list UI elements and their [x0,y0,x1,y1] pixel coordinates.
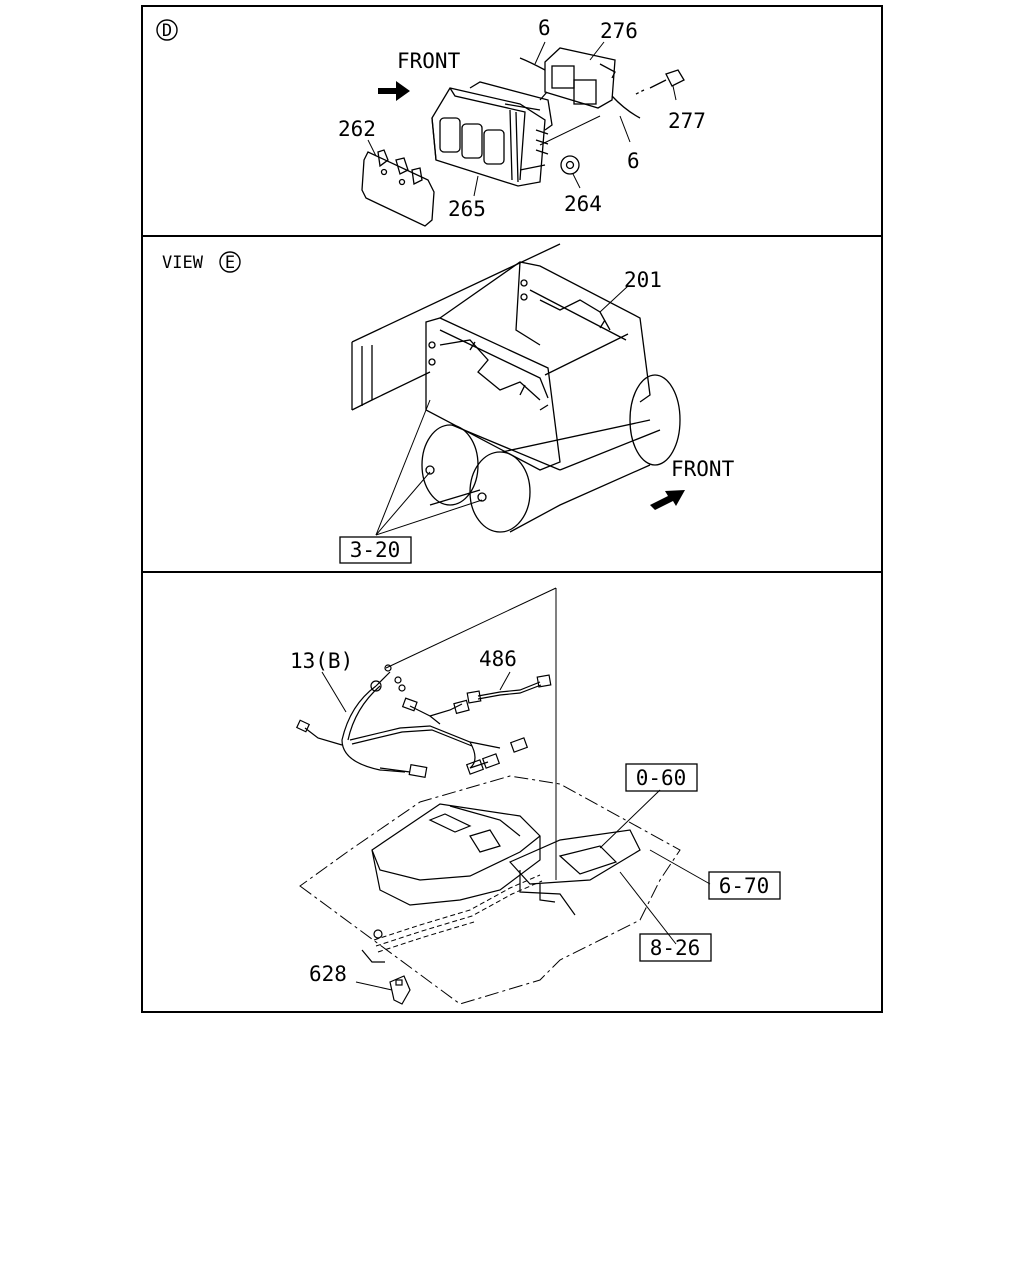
ref-box-3-20[interactable]: 3-20 [339,536,412,564]
tank-body [371,803,541,906]
label-628: 628 [309,962,347,986]
diagram-frame [141,5,883,1013]
view-label: VIEW [162,253,204,273]
panel-d: D FRONT [156,16,706,227]
floor-outline [299,775,681,1005]
wire-end [361,929,385,963]
reference-lines [385,587,557,880]
part-628-clip [389,975,411,1005]
front-label: FRONT [671,457,735,481]
label-277: 277 [668,109,706,133]
harness-13b [295,664,529,779]
svg-text:8-26: 8-26 [650,936,701,960]
label-265: 265 [448,197,486,221]
front-arrow-icon [378,81,410,101]
label-201: 201 [624,268,662,292]
svg-text:0-60: 0-60 [636,766,687,790]
svg-text:D: D [162,21,172,41]
part-276-relay [519,47,641,119]
ref-box-0-60[interactable]: 0-60 [625,763,698,792]
harness-486 [466,674,552,704]
frame-rail [351,243,561,411]
front-arrow-icon [650,490,685,510]
ref-box-6-70[interactable]: 6-70 [708,871,781,900]
svg-text:3-20: 3-20 [350,538,401,562]
front-label: FRONT [397,49,461,73]
mount-bracket [508,829,641,916]
part-262-cover [361,149,435,227]
part-277-bolt [633,69,685,96]
label-276: 276 [600,19,638,43]
panel-wiring: 13(B) 486 628 0-60 6-70 8-26 [290,587,781,1005]
label-486: 486 [479,647,517,671]
label-262: 262 [338,117,376,141]
routed-wires [373,874,543,953]
air-tanks [421,374,681,533]
panel-e-leaders [375,285,629,536]
panel-d-marker: D [156,19,178,41]
label-13b: 13(B) [290,649,353,673]
tank-bracket [425,261,651,471]
label-6-top: 6 [538,16,551,40]
label-6-bottom: 6 [627,149,640,173]
part-264-nut [560,155,580,175]
panel-d-leaders [367,41,677,197]
panel-e: VIEW E [162,243,735,564]
panel-e-marker: E [219,251,241,273]
panel-wiring-leaders [321,671,711,991]
svg-text:6-70: 6-70 [719,874,770,898]
svg-text:E: E [225,253,235,273]
part-265-housing [431,81,553,187]
label-264: 264 [564,192,602,216]
ref-box-8-26[interactable]: 8-26 [639,933,712,962]
